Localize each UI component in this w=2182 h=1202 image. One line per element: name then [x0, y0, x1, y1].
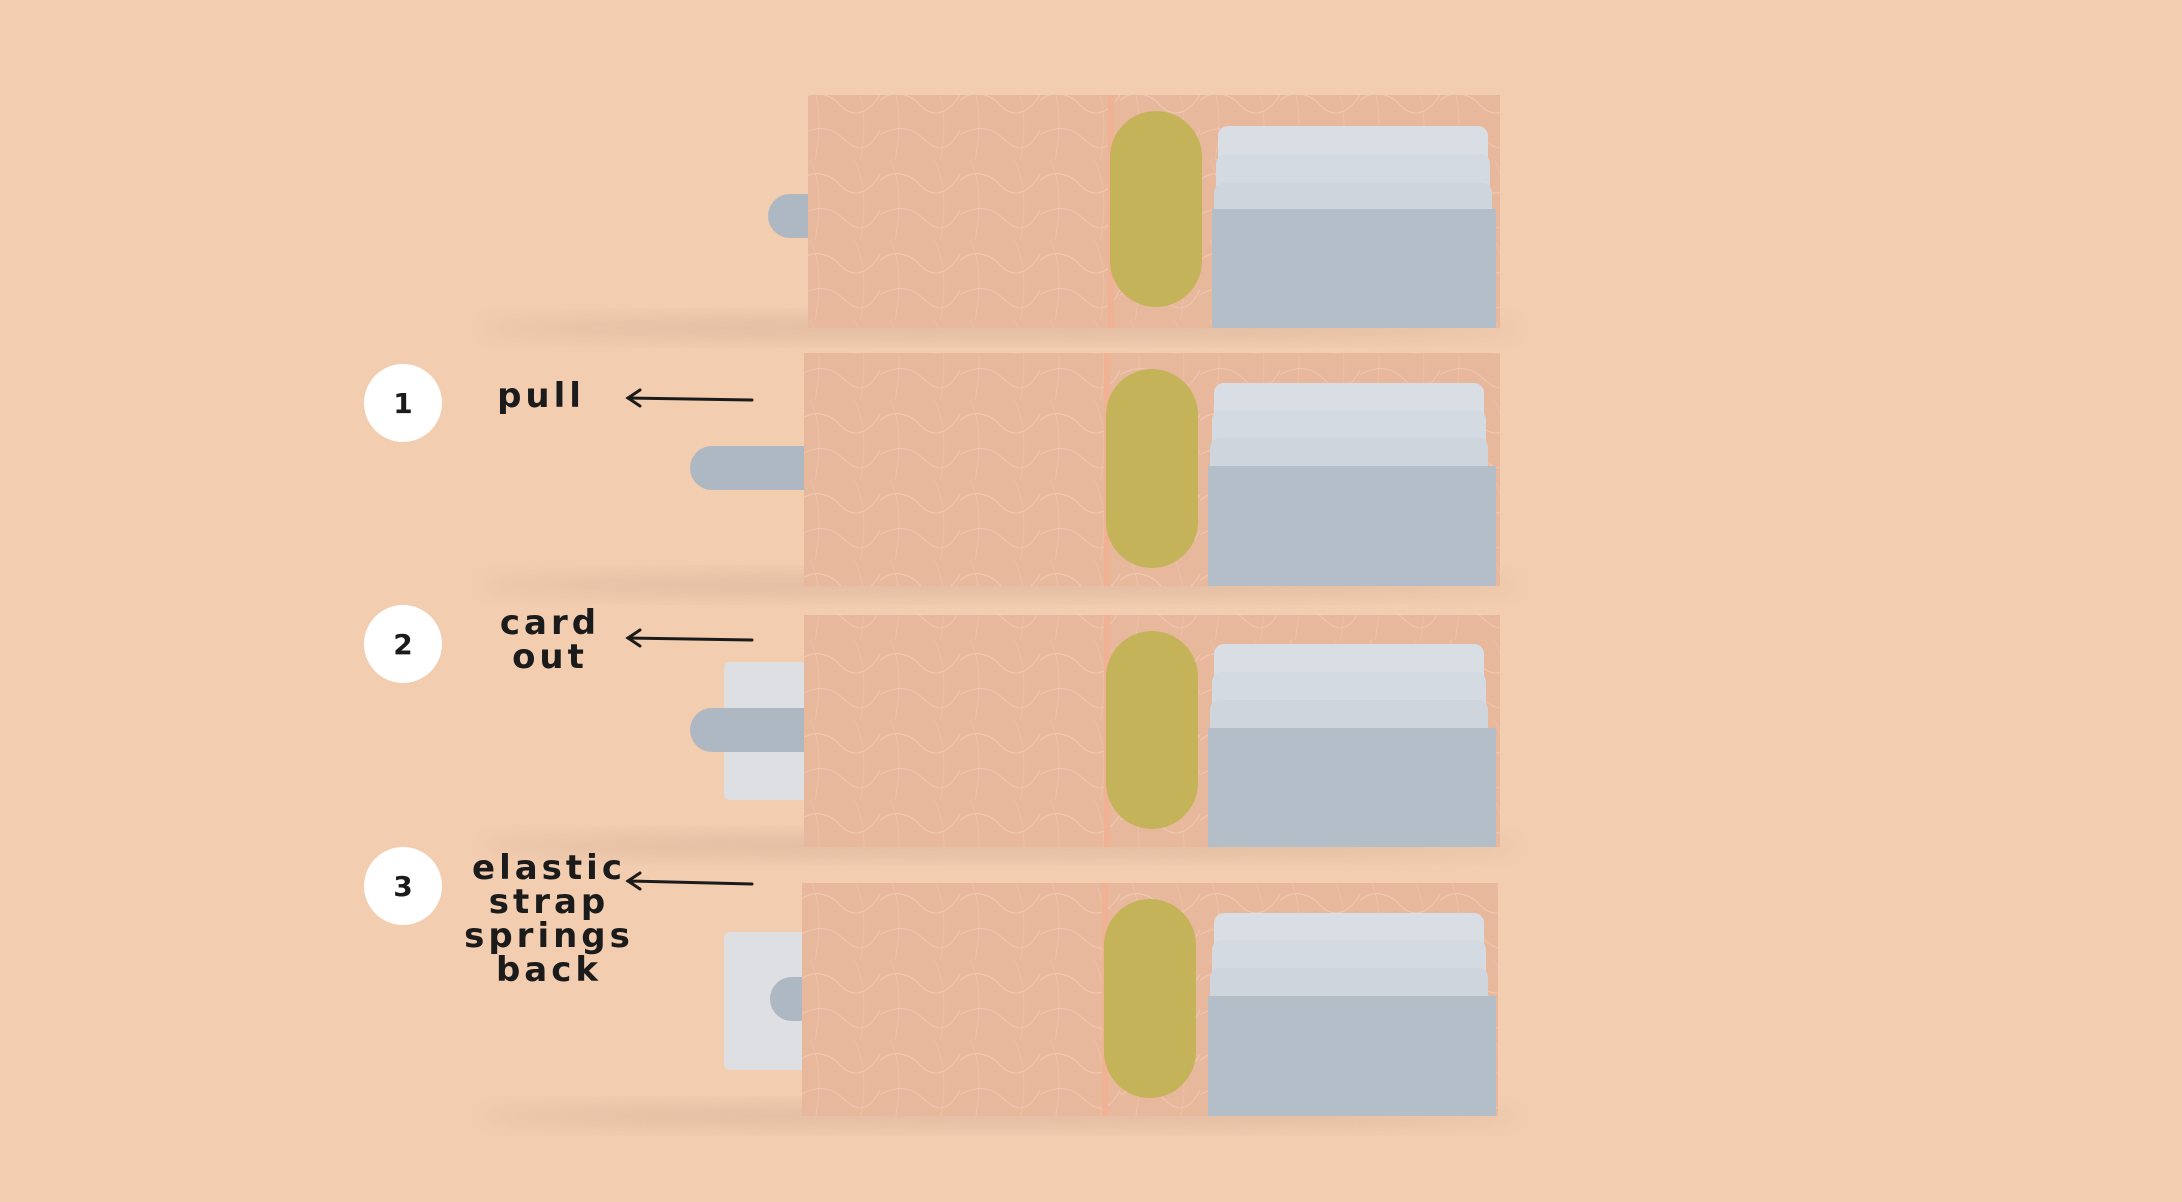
step-1-label: pull [497, 376, 585, 416]
wallet-step-1 [480, 353, 1520, 595]
ejected-card [724, 932, 808, 1070]
pull-tab-extended [690, 446, 804, 490]
step-2-marker: 2 [364, 605, 442, 683]
pull-tab-retracted [770, 977, 802, 1021]
arrow-step-2 [625, 628, 754, 648]
coin-pad [1110, 111, 1202, 307]
arrow-step-1 [625, 388, 754, 408]
card-stack-body [1212, 209, 1496, 328]
wallet-step-3 [480, 883, 1520, 1126]
step-3-label: elastic strap springs back [464, 848, 634, 990]
step-3-marker: 3 [364, 847, 442, 925]
wallet-step-2 [480, 615, 1520, 856]
step-1-marker: 1 [364, 364, 442, 442]
wallet-left-texture [802, 883, 1104, 1116]
step-2-label: card out [499, 603, 601, 677]
coin-pad [1106, 369, 1198, 568]
pull-tab-extended [690, 708, 804, 752]
step-2-number: 2 [393, 627, 413, 661]
wallet-left-texture [804, 353, 1106, 586]
card-stack-body [1208, 996, 1496, 1116]
step-3-number: 3 [393, 869, 413, 903]
coin-pad [1106, 631, 1198, 829]
wallet-initial [480, 95, 1520, 338]
pull-tab [768, 194, 808, 238]
card-stack-body [1208, 728, 1496, 847]
coin-pad [1104, 899, 1196, 1098]
wallet-left-texture [804, 615, 1106, 847]
card-stack-body [1208, 466, 1496, 586]
wallet-left-texture [808, 95, 1110, 328]
step-1-number: 1 [393, 386, 413, 420]
arrow-step-3 [625, 871, 754, 891]
